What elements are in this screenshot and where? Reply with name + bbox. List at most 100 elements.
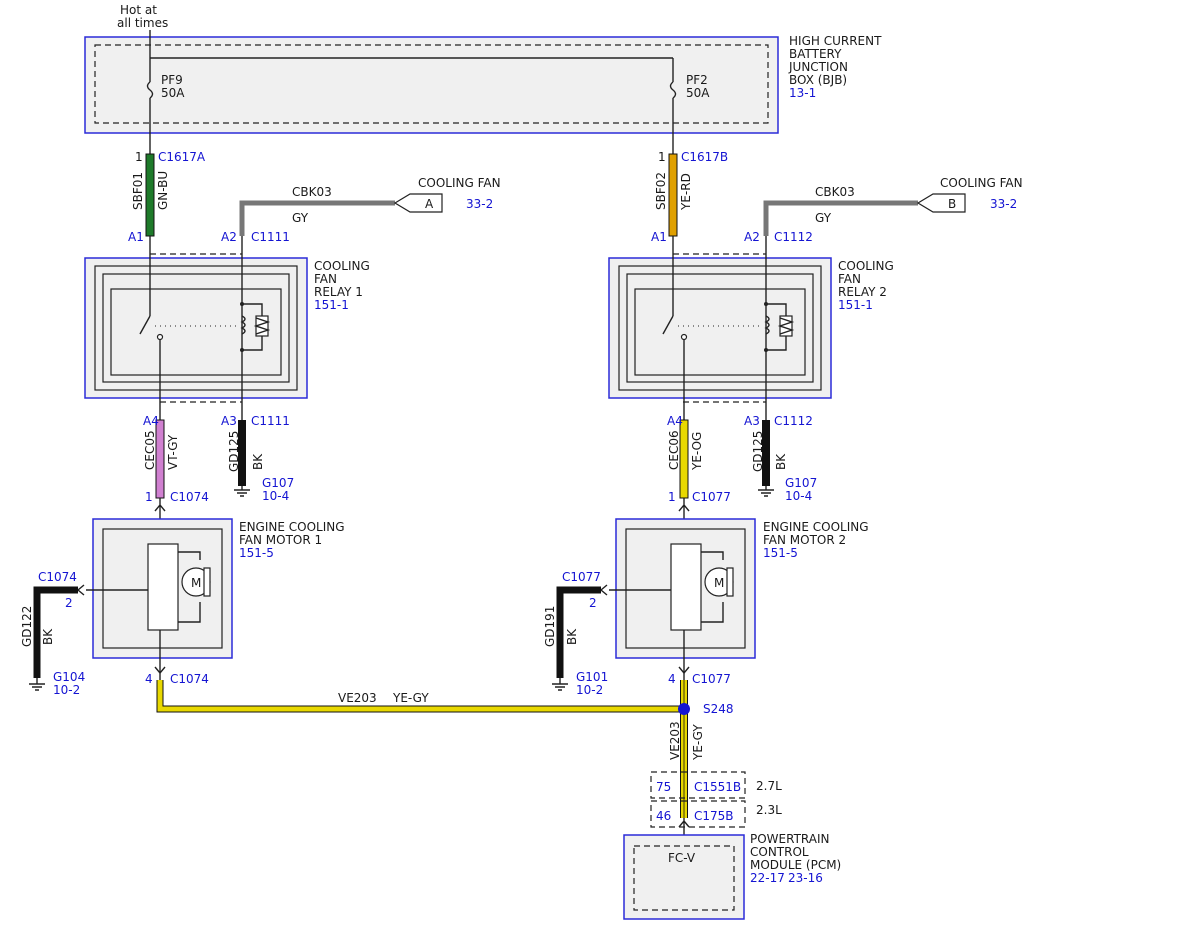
relay2-ref: 151-1 bbox=[838, 298, 873, 312]
right-pin-top: 1 bbox=[658, 150, 666, 164]
relay2-contact-icon bbox=[680, 333, 688, 341]
right-motor-pin1: 1 bbox=[668, 490, 676, 504]
relay2-label-line2: FAN bbox=[838, 272, 861, 286]
bjb-label-line2: BATTERY bbox=[789, 47, 842, 61]
pcm-label-line2: CONTROL bbox=[750, 845, 809, 859]
relay1-box bbox=[84, 257, 308, 399]
right-conn-top: C1617B bbox=[681, 150, 728, 164]
relay1-frame2 bbox=[102, 273, 290, 383]
relay1-label-line3: RELAY 1 bbox=[314, 285, 363, 299]
motor2-ground-arrow-icon bbox=[599, 584, 608, 596]
fan-tag-a-label: COOLING FAN bbox=[418, 176, 501, 190]
relay2-node1 bbox=[764, 302, 768, 306]
fan-tag-b-label: COOLING FAN bbox=[940, 176, 1023, 190]
relay1-switch-blade bbox=[139, 315, 151, 335]
left-color-gy: GY bbox=[292, 211, 309, 225]
relay2-box bbox=[608, 257, 832, 399]
right-circuit-top: SBF02 bbox=[654, 172, 668, 210]
right-pin-a2: A2 bbox=[744, 230, 760, 244]
wire-gd125-left bbox=[238, 420, 246, 486]
left-gnd-page: 10-2 bbox=[53, 683, 80, 697]
motor2-symbol: M bbox=[714, 576, 724, 590]
bjb-label-line4: BOX (BJB) bbox=[789, 73, 847, 87]
relay1-node2 bbox=[240, 348, 244, 352]
motor1-winding-lead bbox=[178, 551, 201, 623]
right-conn-a3: C1112 bbox=[774, 414, 813, 428]
pcm-ref1: 22-17 bbox=[750, 871, 785, 885]
wire-sbf02 bbox=[668, 153, 678, 237]
motor1-brush-icon bbox=[203, 567, 211, 597]
motor1-body bbox=[147, 543, 179, 631]
relay1-frame1 bbox=[94, 265, 298, 391]
relay2-coil-icon bbox=[764, 315, 770, 335]
bjb-box bbox=[84, 36, 779, 134]
fuse1-rating: 50A bbox=[161, 86, 185, 100]
left-ground-ref: G107 bbox=[262, 476, 294, 490]
wire-cbk03-right bbox=[763, 200, 918, 236]
left-motor-conn1: C1074 bbox=[170, 490, 209, 504]
right-color-top: YE-RD bbox=[679, 173, 693, 211]
right-pin-a3: A3 bbox=[744, 414, 760, 428]
relay2-frame2 bbox=[626, 273, 814, 383]
right-gnd-color: BK bbox=[565, 628, 579, 645]
wire-gd191 bbox=[556, 586, 601, 678]
bjb-ref: 13-1 bbox=[789, 86, 816, 100]
right-color-gy: GY bbox=[815, 211, 832, 225]
pcm-ref2: 23-16 bbox=[788, 871, 823, 885]
relay2-label-line3: RELAY 2 bbox=[838, 285, 887, 299]
splice-s248-icon bbox=[678, 703, 690, 715]
left-relay-ground-icon bbox=[234, 486, 250, 497]
left-motor-conn4: C1074 bbox=[170, 672, 209, 686]
right-conn-a2: C1112 bbox=[774, 230, 813, 244]
conn-b-engine: 2.3L bbox=[756, 803, 782, 817]
left-color-top: GN-BU bbox=[156, 171, 170, 210]
left-pin-a3: A3 bbox=[221, 414, 237, 428]
relay2-frame1 bbox=[618, 265, 822, 391]
wire-cbk03-left bbox=[239, 200, 395, 236]
conn-b-pin: 46 bbox=[656, 809, 671, 823]
left-pin-top: 1 bbox=[135, 150, 143, 164]
left-circuit-a4: CEC05 bbox=[143, 430, 157, 470]
right-circuit-gy: CBK03 bbox=[815, 185, 855, 199]
relay1-node1 bbox=[240, 302, 244, 306]
right-gnd-pin: 2 bbox=[589, 596, 597, 610]
pcm-box bbox=[623, 834, 745, 920]
right-circuit-a4: CEC06 bbox=[667, 430, 681, 470]
conn-b-name: C175B bbox=[694, 809, 734, 823]
motor2-label-line2: FAN MOTOR 2 bbox=[763, 533, 846, 547]
left-conn-top: C1617A bbox=[158, 150, 206, 164]
relay1-contact-icon bbox=[156, 333, 164, 341]
left-pin-a1: A1 bbox=[128, 230, 144, 244]
motor2-winding-lead bbox=[701, 551, 724, 623]
right-color-a4: YE-OG bbox=[690, 432, 704, 471]
motor2-brush-icon bbox=[726, 567, 734, 597]
left-motor-ground-icon bbox=[29, 678, 45, 691]
left-circuit-gy: CBK03 bbox=[292, 185, 332, 199]
right-circuit-a3: GD125 bbox=[751, 431, 765, 472]
motor1-ground-arrow-icon bbox=[76, 584, 85, 596]
right-gnd-conn: C1077 bbox=[562, 570, 601, 584]
wire-cec05 bbox=[155, 419, 165, 499]
right-motor-pin4: 4 bbox=[668, 672, 676, 686]
right-ground-ref: G107 bbox=[785, 476, 817, 490]
left-motor-pin4: 4 bbox=[145, 672, 153, 686]
left-motor-pin1: 1 bbox=[145, 490, 153, 504]
fan-tag-a-letter: A bbox=[425, 197, 434, 211]
pcm-inner-dashed bbox=[633, 845, 735, 911]
wire-ve203-h bbox=[157, 680, 684, 712]
ve203-circuit-v: VE203 bbox=[668, 721, 682, 760]
motor2-ref: 151-5 bbox=[763, 546, 798, 560]
left-color-a4: VT-GY bbox=[166, 434, 180, 470]
fan-tag-a-icon bbox=[393, 193, 443, 213]
relay1-coil-icon bbox=[240, 315, 246, 335]
hot-label-line2: all times bbox=[117, 16, 168, 30]
motor1-frame bbox=[102, 528, 223, 649]
right-motor-conn4: C1077 bbox=[692, 672, 731, 686]
fuse2-icon bbox=[669, 81, 677, 99]
fan-tag-b-letter: B bbox=[948, 197, 956, 211]
left-gnd-circuit: GD122 bbox=[20, 606, 34, 647]
motor1-label-line2: FAN MOTOR 1 bbox=[239, 533, 322, 547]
relay1-label-line2: FAN bbox=[314, 272, 337, 286]
left-circuit-top: SBF01 bbox=[131, 172, 145, 210]
